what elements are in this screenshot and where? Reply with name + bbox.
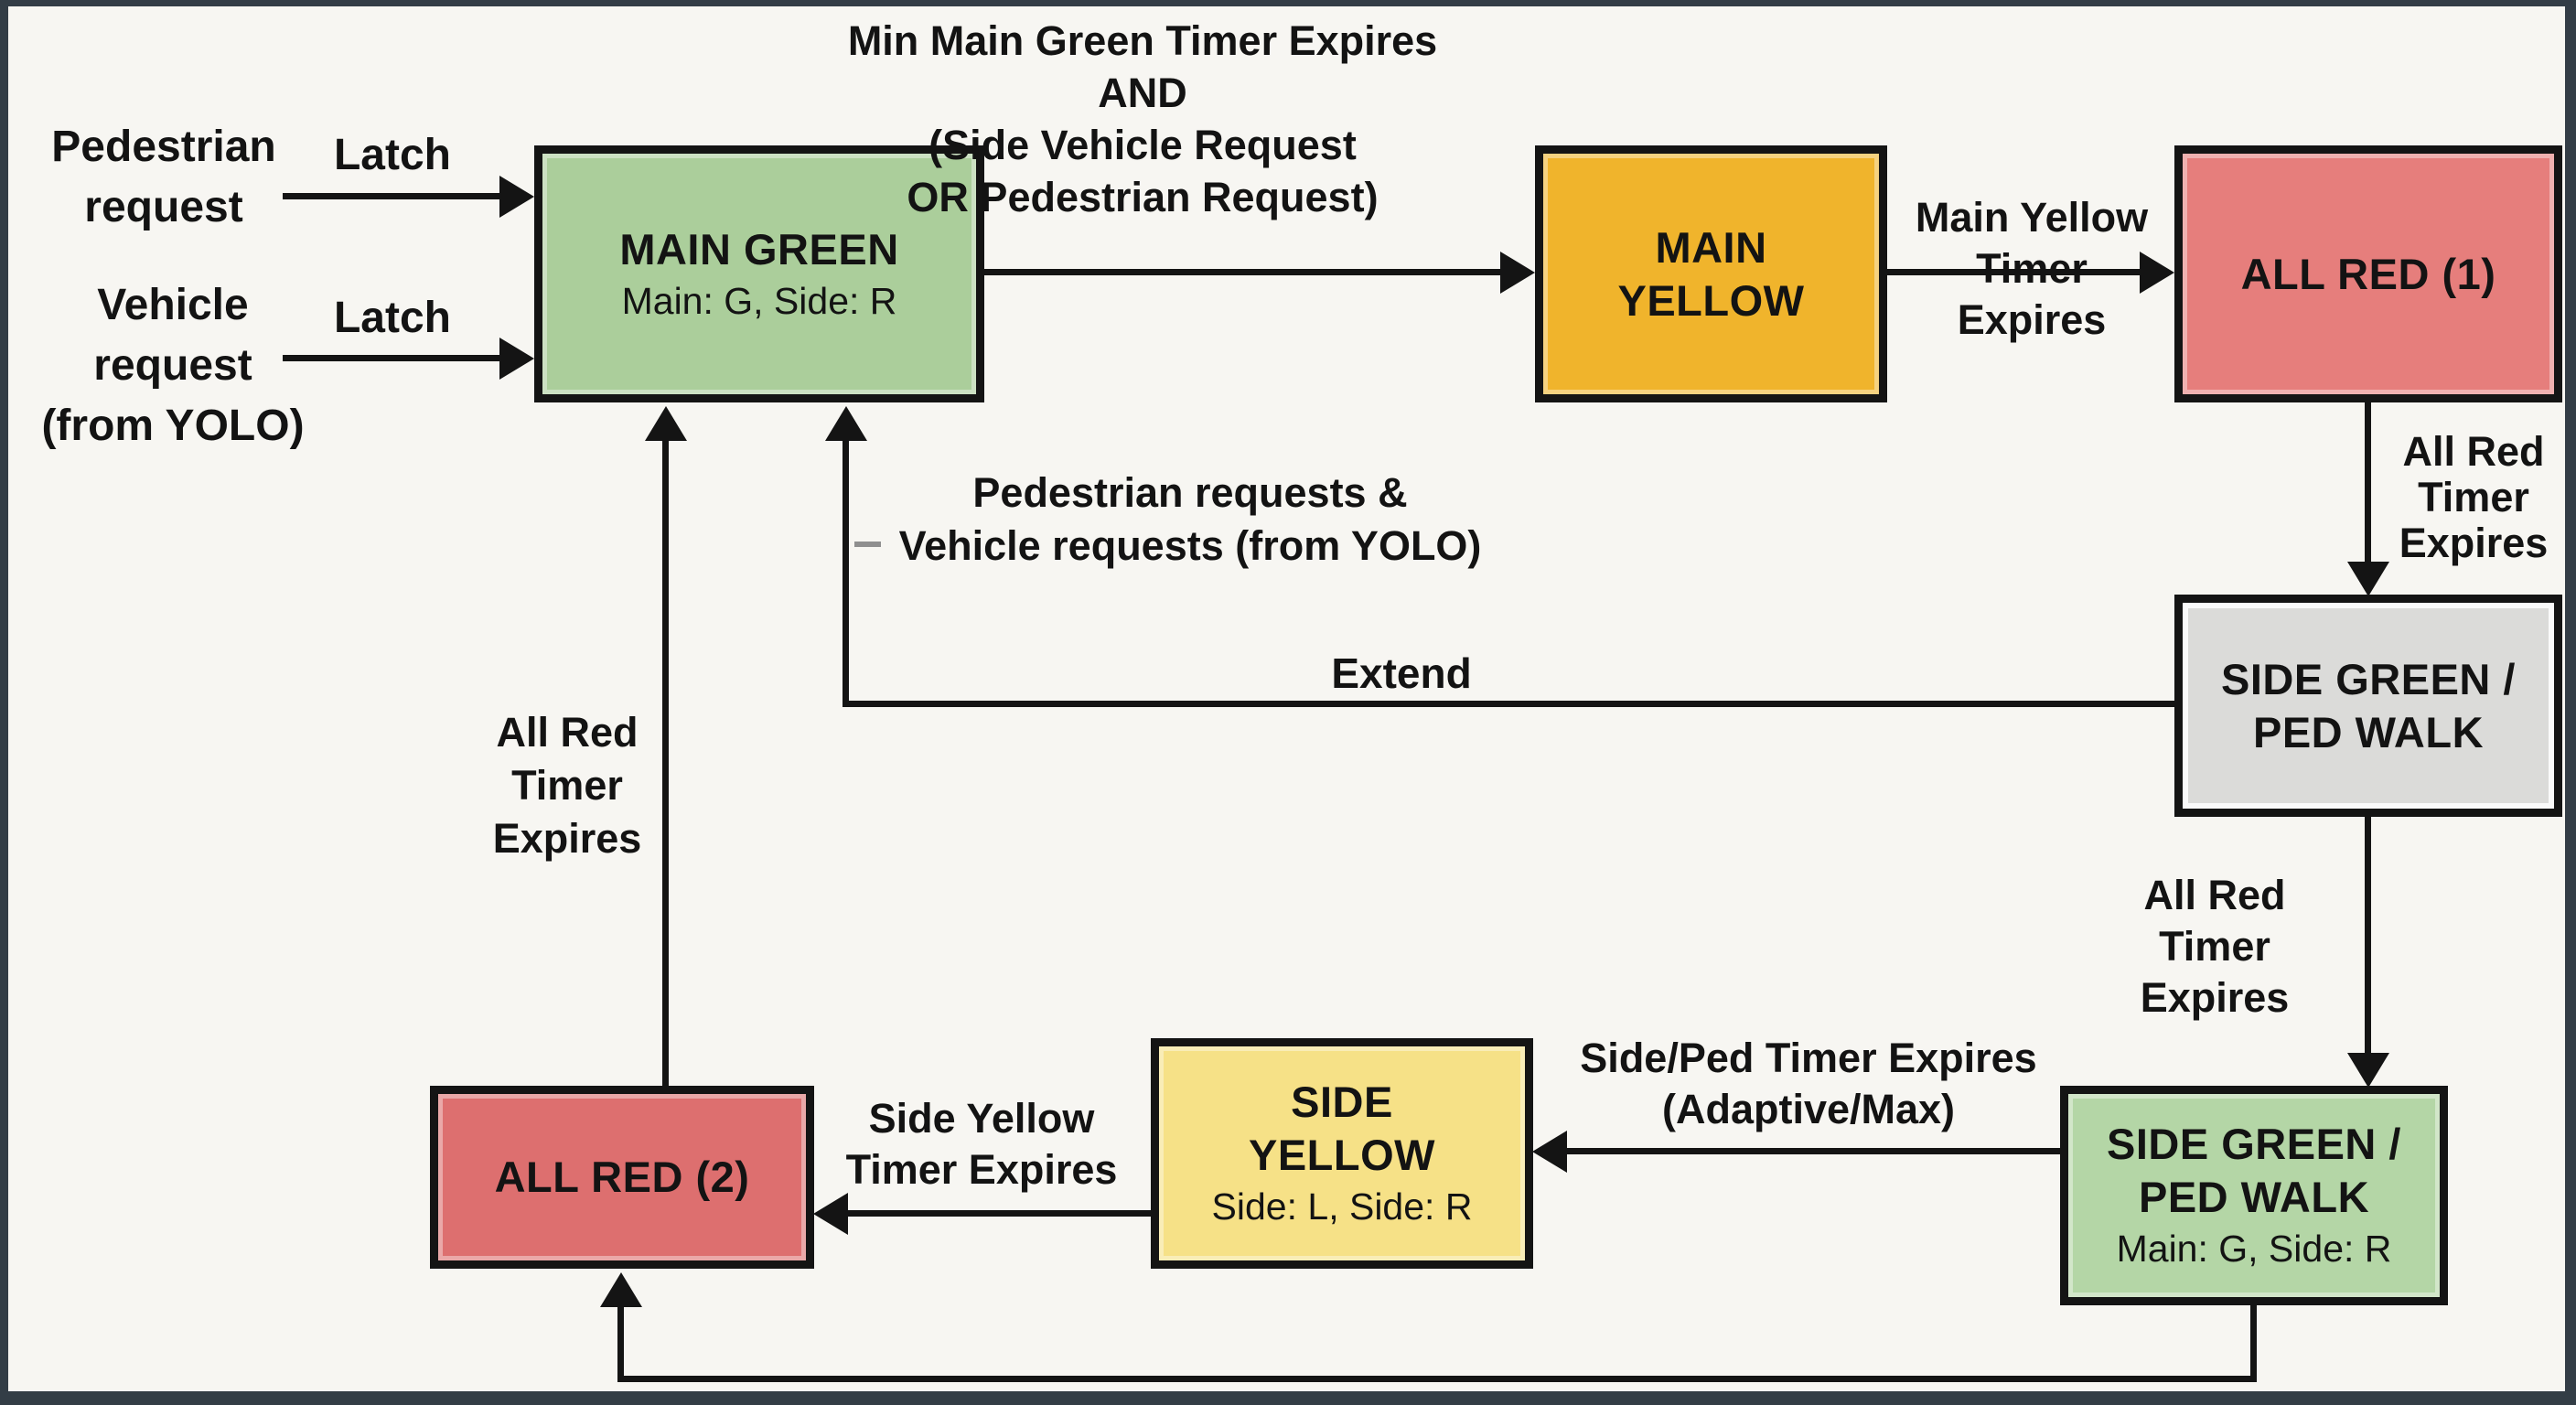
label-line: Timer [1976, 245, 2088, 292]
label-line: All Red [2143, 872, 2286, 918]
label-line: request [93, 341, 252, 390]
label-line: request [84, 183, 243, 231]
state-side-green-ped-walk-green: SIDE GREEN / PED WALK Main: G, Side: R [2060, 1086, 2448, 1305]
label-line: (Adaptive/Max) [1661, 1086, 1956, 1132]
label-line: Expires [2140, 974, 2290, 1021]
transition-label-main-green-to-main-yellow: Min Main Green Timer Expires AND (Side V… [777, 15, 1508, 223]
label-line: (Side Vehicle Request [928, 122, 1357, 168]
state-subtitle: Side: L, Side: R [1211, 1185, 1473, 1228]
feedback-line-left-vertical [617, 1300, 624, 1382]
label-line: Vehicle requests (from YOLO) [898, 522, 1482, 569]
arrowhead-right-icon [499, 338, 534, 380]
label-line: Min Main Green Timer Expires [847, 17, 1438, 64]
state-title: PED WALK [2252, 707, 2485, 756]
state-side-green-ped-walk-gray: SIDE GREEN / PED WALK [2174, 595, 2562, 817]
arrowhead-down-icon [2347, 1053, 2389, 1088]
arrow-ped-to-main-green [283, 193, 510, 199]
tick-dash-icon [854, 542, 881, 547]
state-main-green: MAIN GREEN Main: G, Side: R [534, 145, 984, 402]
state-main-yellow: MAIN YELLOW [1535, 145, 1887, 402]
state-title: SIDE GREEN / [2220, 654, 2516, 703]
arrowhead-up-icon [645, 406, 687, 441]
state-title: ALL RED (1) [2240, 249, 2496, 298]
state-subtitle: Main: G, Side: R [621, 279, 897, 322]
label-line: All Red [496, 709, 639, 756]
state-side-yellow: SIDE YELLOW Side: L, Side: R [1151, 1038, 1533, 1269]
arrow-main-green-to-main-yellow [984, 269, 1506, 275]
label-line: Pedestrian requests & [972, 469, 1408, 516]
label-line: Side/Ped Timer Expires [1580, 1035, 2037, 1081]
label-line: Main Yellow [1915, 194, 2149, 241]
label-line: AND [1098, 70, 1187, 116]
feedback-line-bottom [617, 1376, 2257, 1382]
arrowhead-right-icon [499, 176, 534, 218]
transition-label-latch-1: Latch [333, 131, 451, 179]
state-title: SIDE GREEN / [2106, 1120, 2401, 1168]
arrowhead-right-icon [2140, 252, 2174, 294]
arrowhead-left-icon [813, 1193, 848, 1235]
arrow-all-red-1-to-side-gray [2365, 402, 2371, 567]
arrow-main-yellow-to-all-red-1 [1887, 269, 2145, 275]
transition-label-side-yellow-to-all-red-2: Side Yellow Timer Expires [844, 1093, 1119, 1196]
state-all-red-1: ALL RED (1) [2174, 145, 2562, 402]
label-line: All Red [2402, 428, 2545, 475]
note-label-requests: Pedestrian requests & Vehicle requests (… [870, 467, 1510, 573]
transition-label-latch-2: Latch [333, 294, 451, 342]
transition-label-all-red-1-to-side-gray: All Red Timer Expires [2382, 429, 2565, 566]
state-title: MAIN GREEN [619, 224, 899, 273]
arrow-all-red-2-to-main-green [662, 432, 669, 1086]
arrow-side-gray-to-side-green [2365, 817, 2371, 1056]
label-line: Expires [1957, 296, 2107, 343]
state-title: SIDE [1291, 1078, 1393, 1126]
transition-label-main-yellow-to-all-red-1: Main Yellow Timer Expires [1894, 192, 2169, 346]
label-line: Timer Expires [845, 1146, 1118, 1193]
transition-label-side-green-to-side-yellow: Side/Ped Timer Expires (Adaptive/Max) [1534, 1033, 2083, 1135]
transition-label-all-red-2-to-main-green: All Red Timer Expires [476, 706, 659, 865]
label-line: Vehicle [97, 281, 249, 329]
input-label-vehicle-request: Vehicle request (from YOLO) [17, 275, 328, 456]
arrowhead-down-icon [2347, 562, 2389, 596]
extend-line-horizontal [843, 701, 2174, 707]
label-line: Side Yellow [868, 1095, 1095, 1142]
label-line: (from YOLO) [41, 402, 305, 450]
arrowhead-up-icon [825, 406, 867, 441]
label-line: Expires [492, 815, 642, 862]
label-line: Expires [2399, 520, 2549, 566]
state-title: ALL RED (2) [494, 1153, 750, 1201]
state-title: PED WALK [2138, 1173, 2370, 1221]
input-label-pedestrian-request: Pedestrian request [17, 117, 310, 238]
arrow-side-green-to-side-yellow [1563, 1148, 2060, 1154]
state-subtitle: Main: G, Side: R [2116, 1228, 2392, 1270]
state-all-red-2: ALL RED (2) [430, 1086, 814, 1269]
feedback-line-right-vertical [2250, 1304, 2257, 1382]
label-line: Timer [2418, 474, 2529, 520]
state-title: MAIN [1655, 222, 1767, 272]
label-line: Timer [2159, 923, 2270, 970]
arrowhead-left-icon [1532, 1131, 1567, 1173]
label-line: Pedestrian [51, 123, 276, 171]
state-title: YELLOW [1248, 1131, 1436, 1179]
arrow-side-yellow-to-all-red-2 [844, 1210, 1151, 1217]
extend-line-vertical [843, 432, 849, 706]
label-line: OR Pedestrian Request) [907, 174, 1379, 220]
arrowhead-right-icon [1500, 252, 1535, 294]
arrow-veh-to-main-green [283, 355, 510, 361]
transition-label-side-gray-to-side-green: All Red Timer Expires [2123, 870, 2306, 1024]
transition-label-extend: Extend [1331, 649, 1472, 697]
arrowhead-up-icon [600, 1272, 642, 1307]
state-title: YELLOW [1617, 275, 1805, 325]
label-line: Timer [511, 762, 623, 809]
